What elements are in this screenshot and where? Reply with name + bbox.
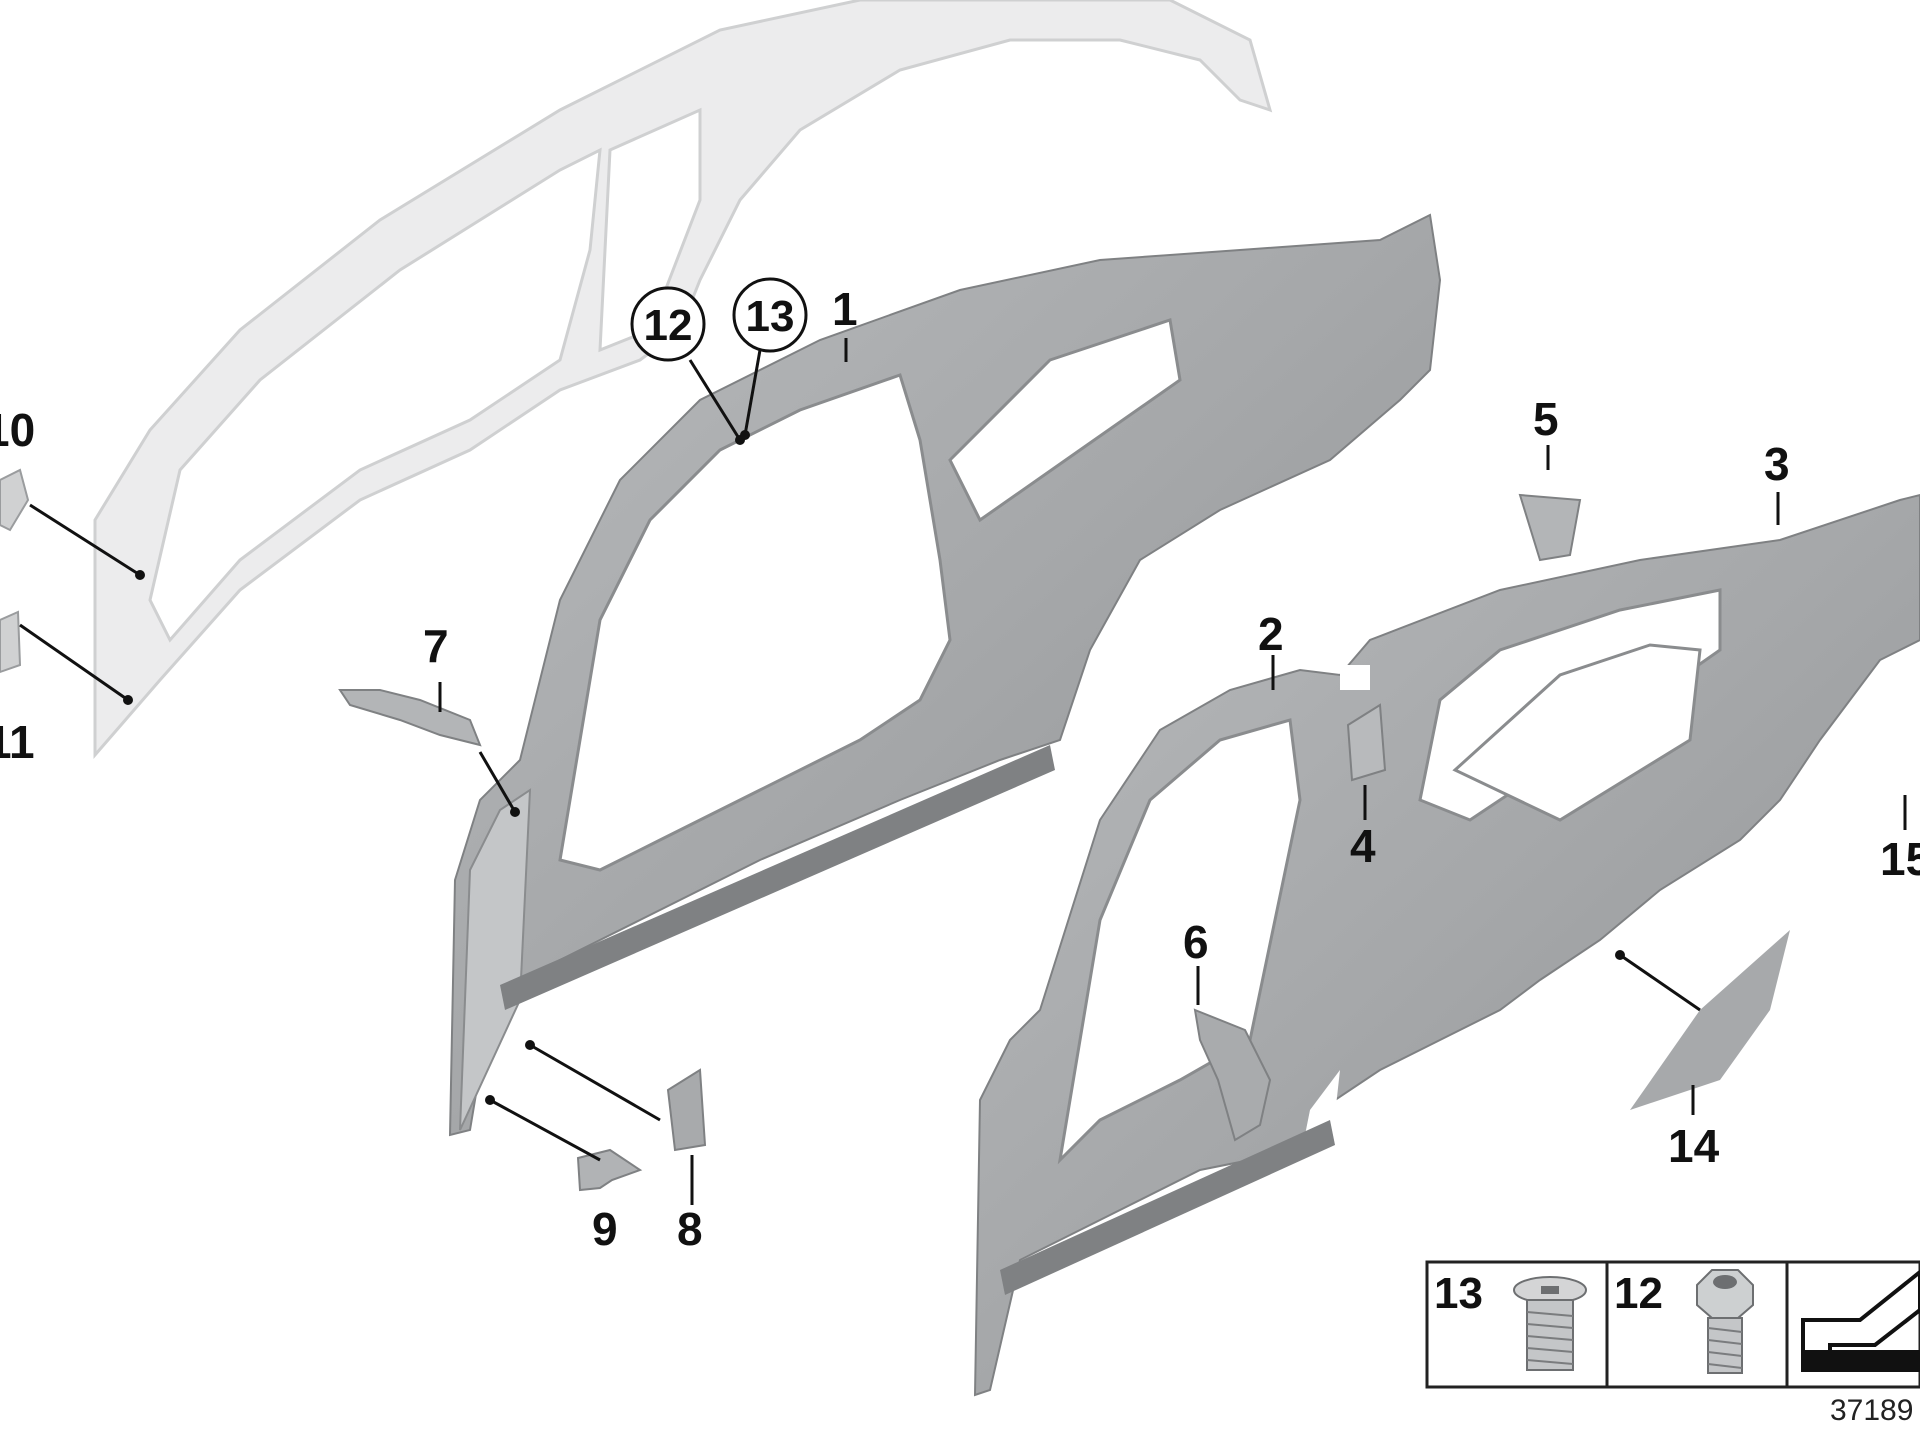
- callouts: 1 2 3 4 5 6 7 8 9 10 11 14 15 12 13: [0, 277, 1920, 1255]
- patch-part-14: [1630, 930, 1790, 1110]
- callout-6: 6: [1183, 916, 1209, 968]
- bracket-part-11: [0, 610, 22, 674]
- ghost-body-frame: [93, 0, 1273, 760]
- callout-4: 4: [1350, 820, 1376, 872]
- callout-5: 5: [1533, 393, 1559, 445]
- callout-13: 13: [746, 292, 795, 341]
- callout-13-circle: [732, 277, 808, 353]
- callout-14: 14: [1668, 1120, 1720, 1172]
- callout-10: 10: [0, 404, 35, 456]
- fastener-legend: 13 12: [1425, 1260, 1920, 1389]
- callout-8: 8: [677, 1203, 703, 1255]
- bracket-part-7: [338, 689, 482, 747]
- bracket-part-4: [1346, 703, 1387, 782]
- bracket-part-5: [1518, 493, 1582, 562]
- body-direction-arrow-icon: [1801, 1269, 1920, 1372]
- callout-7: 7: [423, 620, 449, 672]
- callout-15: 15: [1880, 833, 1920, 885]
- side-panel-part-1: [448, 213, 1442, 1137]
- reference-number: 37189: [1830, 1394, 1913, 1427]
- callout-3: 3: [1764, 438, 1790, 490]
- leader-lines: [19, 338, 1907, 1205]
- callout-12-circle: [630, 286, 706, 362]
- legend-label-12: 12: [1614, 1269, 1663, 1318]
- bracket-part-9: [576, 1148, 643, 1192]
- side-panel-assembly-parts-2-3: [973, 493, 1920, 1397]
- bolt-12-icon: [1696, 1269, 1754, 1374]
- screw-13-icon: [1513, 1276, 1587, 1371]
- callout-11: 11: [0, 716, 35, 768]
- bracket-part-10: [0, 468, 30, 532]
- callout-9: 9: [592, 1203, 618, 1255]
- legend-label-13: 13: [1434, 1269, 1483, 1318]
- callout-1: 1: [832, 283, 858, 335]
- callout-12: 12: [644, 301, 693, 350]
- bracket-part-6: [1193, 1008, 1272, 1142]
- bracket-part-8: [666, 1068, 707, 1152]
- callout-2: 2: [1258, 608, 1284, 660]
